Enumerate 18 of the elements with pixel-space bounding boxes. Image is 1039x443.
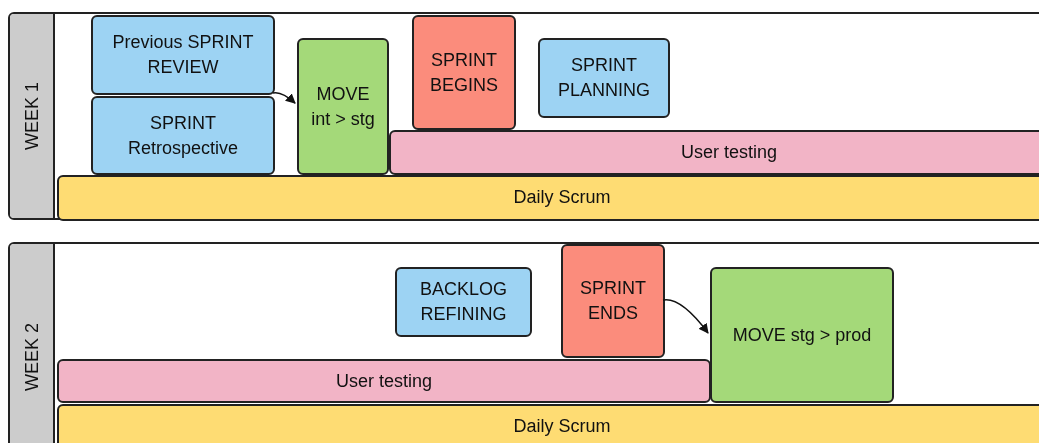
week-lane [8, 242, 1039, 443]
milestone-box: SPRINT ENDS [561, 244, 665, 358]
activity-box: BACKLOG REFINING [395, 267, 532, 337]
activity-box: Previous SPRINT REVIEW [91, 15, 275, 95]
activity-bar: User testing [57, 359, 711, 403]
lane-title: WEEK 1 [20, 82, 43, 150]
activity-bar: User testing [389, 130, 1039, 175]
lane-title: WEEK 2 [20, 323, 43, 391]
activity-box: SPRINT Retrospective [91, 96, 275, 175]
arrow [662, 299, 709, 334]
week-lane [8, 12, 1039, 220]
activity-bar: Daily Scrum [57, 175, 1039, 221]
arrow [272, 91, 296, 104]
activity-box: SPRINT PLANNING [538, 38, 670, 118]
deploy-box: MOVE stg > prod [710, 267, 894, 403]
deploy-box: MOVE int > stg [297, 38, 389, 175]
activity-bar: Daily Scrum [57, 404, 1039, 443]
milestone-box: SPRINT BEGINS [412, 15, 516, 130]
